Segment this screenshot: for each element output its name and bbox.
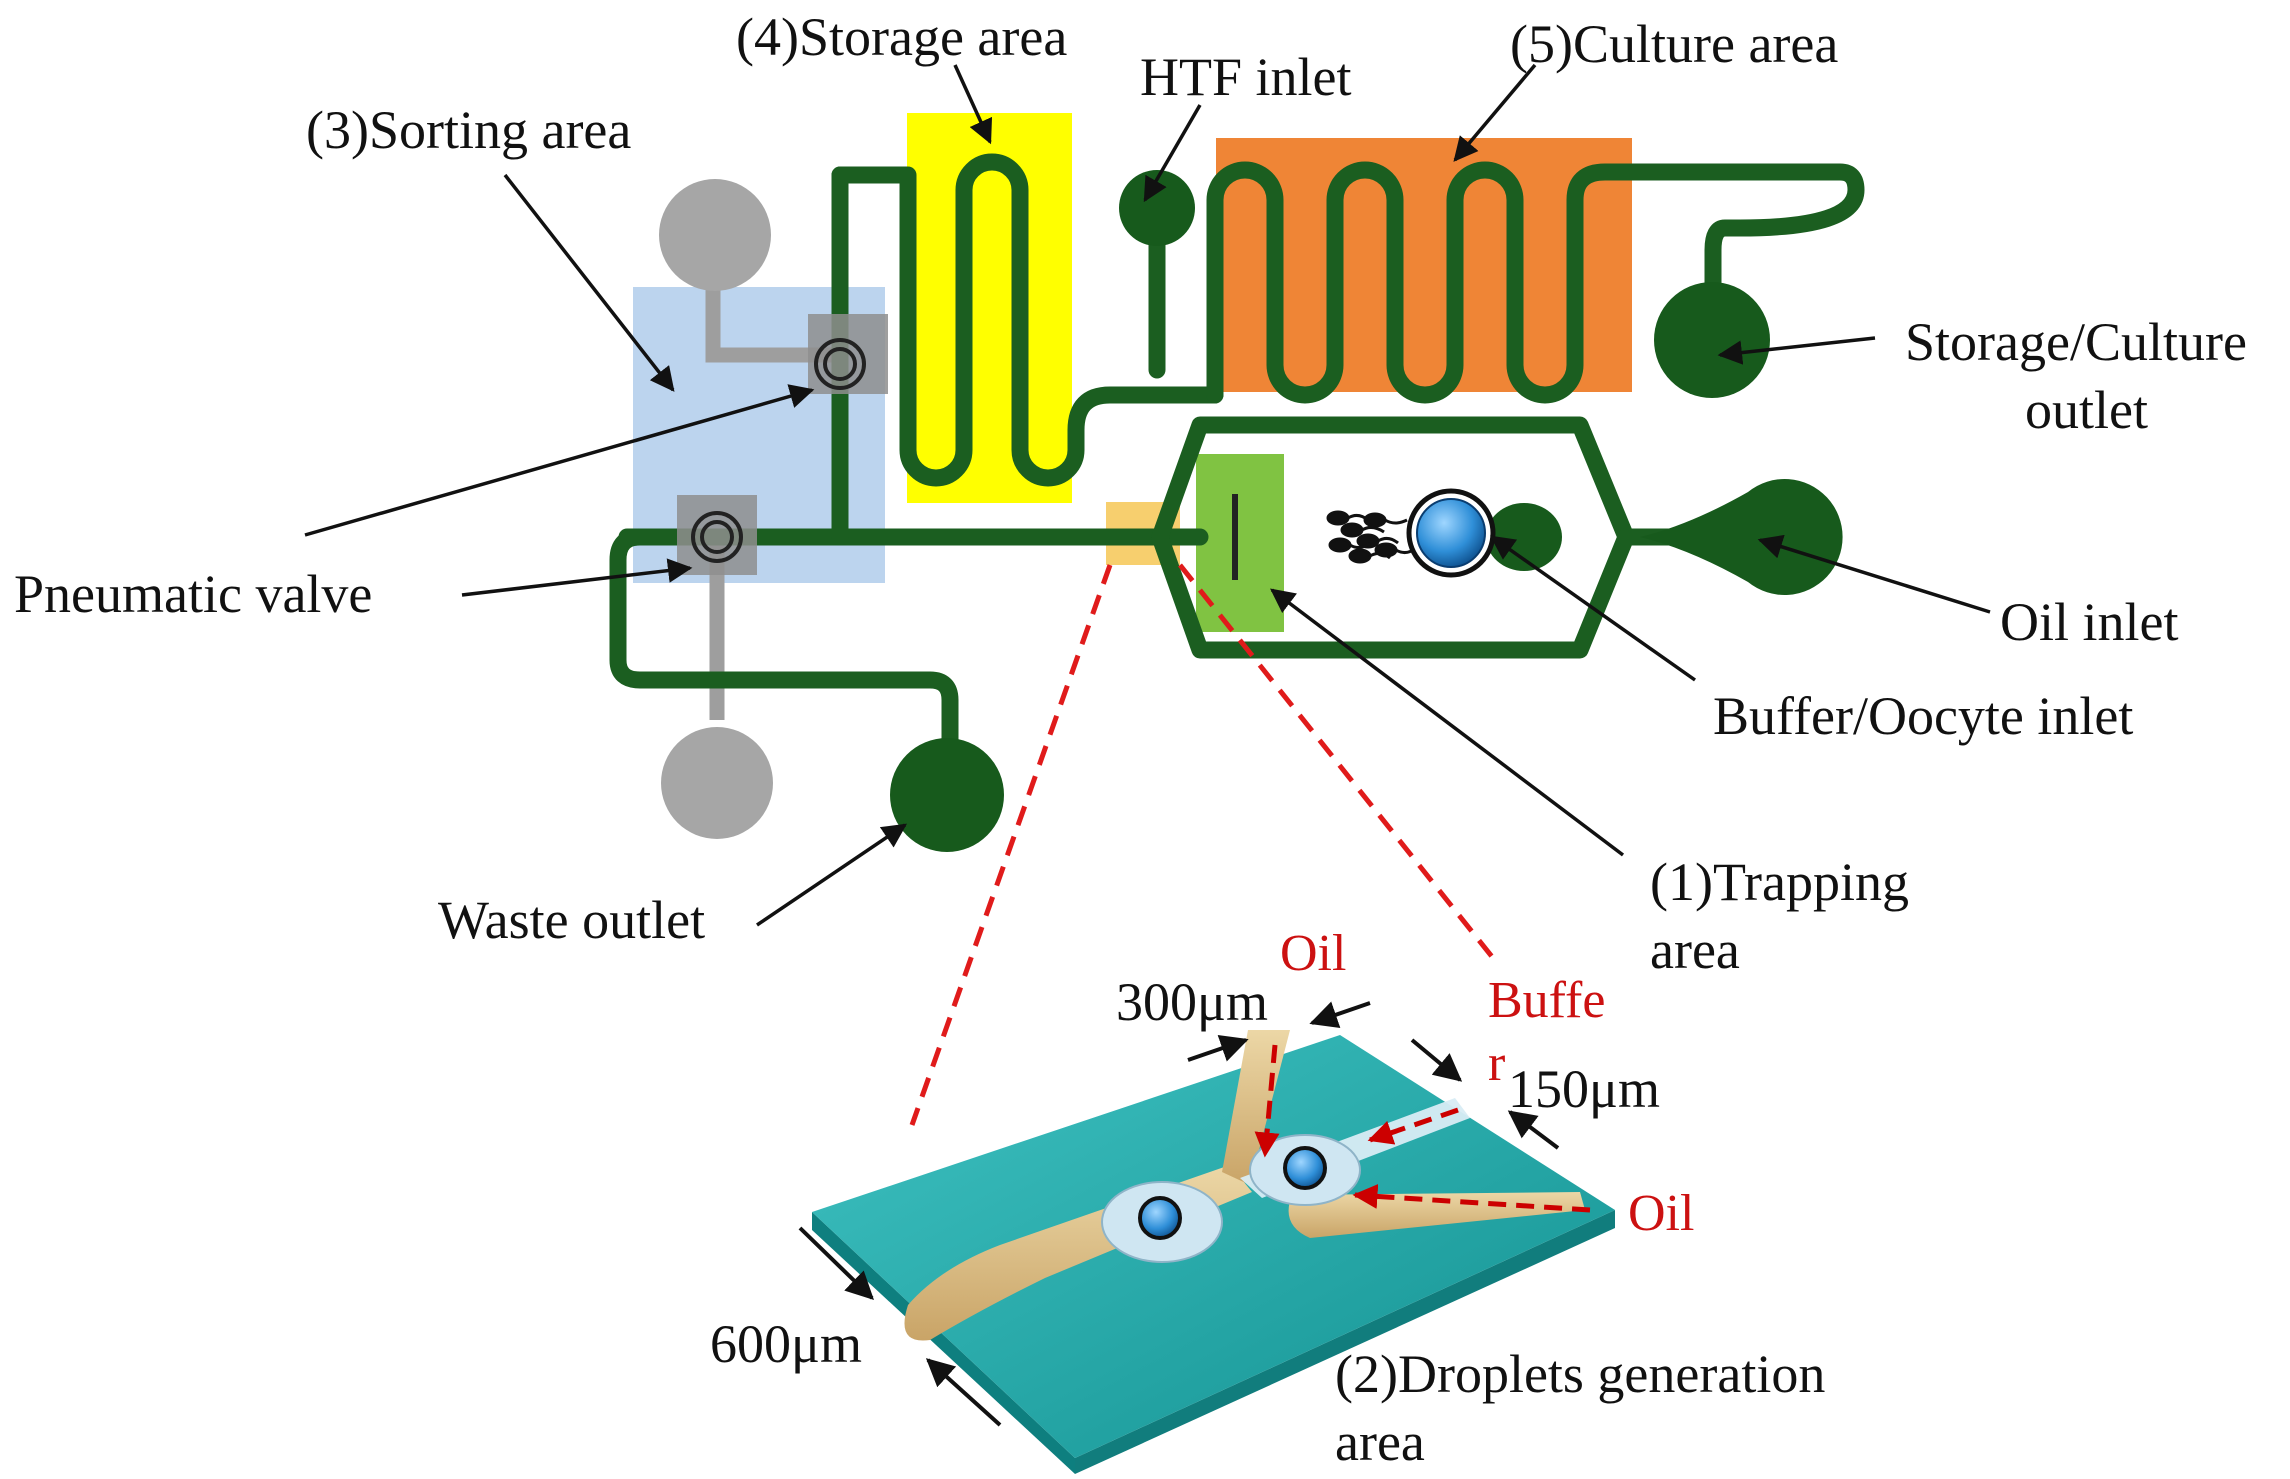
- inset-dim-600-label: 600μm: [710, 1314, 862, 1374]
- annotation-arrows: [304, 63, 1991, 927]
- inset-buffer-label-1: Buffe: [1488, 972, 1605, 1029]
- droplets-area-label-2: area: [1335, 1412, 1425, 1472]
- pneumatic-valve-label: Pneumatic valve: [14, 564, 372, 624]
- waste-outlet-label: Waste outlet: [438, 890, 705, 950]
- culture-area-region: [1216, 138, 1632, 392]
- oil-inlet-label: Oil inlet: [2000, 592, 2178, 652]
- trap-barrier: [1232, 494, 1238, 580]
- storage-culture-outlet-port: [1654, 282, 1770, 398]
- inset-buffer-label-2: r: [1488, 1035, 1505, 1092]
- buffer-oocyte-inlet-label: Buffer/Oocyte inlet: [1713, 686, 2133, 746]
- substrate-top: [812, 1035, 1615, 1458]
- storage-culture-outlet-label-2: outlet: [2025, 380, 2148, 440]
- substrate-side: [812, 1212, 1075, 1474]
- zoom-guides: [909, 563, 1495, 1126]
- storage-area-region: [907, 113, 1072, 503]
- valve-control-port-bottom: [661, 727, 773, 839]
- pneumatic-valve-icon: [808, 314, 888, 394]
- htf-inlet-label: HTF inlet: [1140, 47, 1352, 107]
- trapping-area-label-2: area: [1650, 920, 1740, 980]
- storage-culture-outlet-label-1: Storage/Culture: [1905, 312, 2247, 372]
- valve-control-port-top: [659, 179, 771, 291]
- droplet-generation-inset: [798, 1001, 1615, 1474]
- htf-inlet-port: [1119, 170, 1195, 246]
- oocyte-icon: [1406, 488, 1496, 578]
- inset-dim-300-label: 300μm: [1116, 972, 1268, 1032]
- storage-area-label: (4)Storage area: [736, 7, 1067, 67]
- inset-oil-top-label: Oil: [1280, 925, 1346, 982]
- oil-inlet-port: [1640, 479, 1843, 595]
- waste-outlet-port: [890, 738, 1004, 852]
- inset-dim-150-label: 150μm: [1508, 1059, 1660, 1119]
- sperm-cells-icon: [1326, 510, 1417, 564]
- pneumatic-valve-icon: [677, 495, 757, 575]
- trapping-area-label-1: (1)Trapping: [1650, 852, 1909, 912]
- droplets-area-label-1: (2)Droplets generation: [1335, 1344, 1825, 1404]
- inset-oil-right-label: Oil: [1628, 1185, 1694, 1242]
- channel-up-arm: [1222, 1030, 1290, 1185]
- sorting-area-label: (3)Sorting area: [306, 100, 631, 160]
- culture-area-label: (5)Culture area: [1510, 14, 1838, 74]
